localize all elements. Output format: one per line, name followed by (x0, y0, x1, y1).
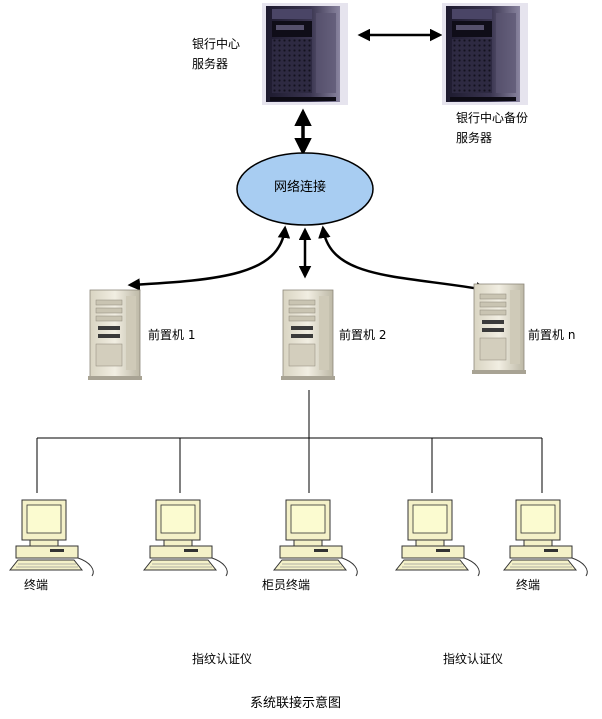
fingerprint-device-2-label: 指纹认证仪 (443, 652, 504, 666)
terminal-5-icon (503, 499, 588, 577)
main-server-label-line2: 服务器 (192, 57, 229, 71)
fingerprint-device-1-label: 指纹认证仪 (192, 652, 253, 666)
network-front1-link (127, 225, 291, 291)
network-cloud (236, 152, 374, 226)
front-machine-2-icon (280, 289, 336, 381)
backup-server-label-line2: 服务器 (456, 131, 493, 145)
terminal-bus (36, 390, 543, 493)
network-frontn-link (318, 225, 489, 295)
front-machine-n-icon (471, 283, 527, 375)
front-machine-n-label: 前置机 n (528, 328, 576, 342)
main-server-label-line1: 银行中心 (192, 37, 241, 51)
front-machine-1-icon (87, 289, 143, 381)
front-machine-2-label: 前置机 2 (339, 328, 387, 342)
teller-terminal-icon (273, 499, 358, 577)
teller-terminal-label: 柜员终端 (262, 578, 311, 592)
connections (36, 28, 543, 493)
terminal-1-label: 终端 (24, 578, 49, 592)
terminal-5-label: 终端 (516, 578, 541, 592)
backup-server-label-line1: 银行中心备份 (456, 111, 529, 125)
terminal-1-icon (9, 499, 94, 577)
front-machine-1-label: 前置机 1 (148, 328, 196, 342)
terminal-2-icon (143, 499, 228, 577)
bank-center-server-icon (262, 3, 348, 105)
terminal-4-icon (395, 499, 480, 577)
network-label: 网络连接 (274, 180, 327, 195)
diagram-caption: 系统联接示意图 (250, 696, 342, 711)
bank-backup-server-icon (442, 3, 528, 105)
